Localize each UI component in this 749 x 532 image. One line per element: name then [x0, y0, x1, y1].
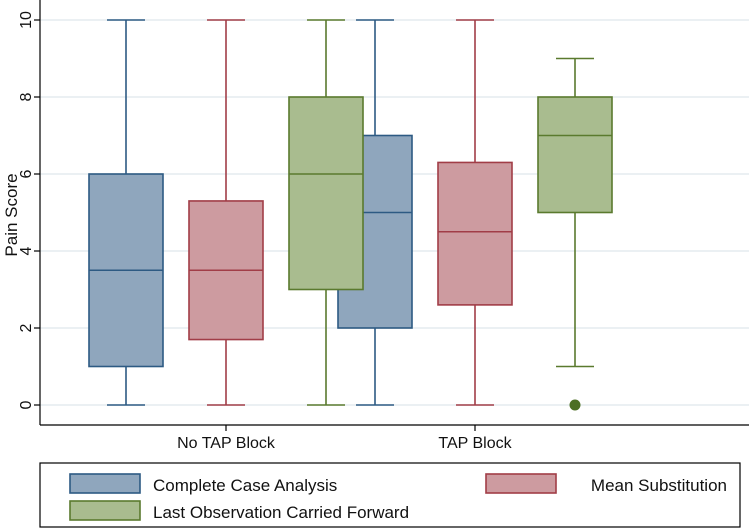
- legend-item-1: Complete Case Analysis: [69, 473, 337, 495]
- legend-swatch: [69, 473, 141, 494]
- legend-label: Last Observation Carried Forward: [153, 503, 409, 522]
- y-tick-label: 8: [18, 92, 35, 101]
- legend-label: Mean Substitution: [591, 476, 727, 495]
- legend-item-2: Mean Substitution: [485, 473, 727, 495]
- box-iqr: [288, 96, 364, 291]
- box-1-1: [88, 19, 164, 406]
- outlier-point: [569, 399, 581, 411]
- y-tick-label: 2: [18, 323, 35, 332]
- x-tick-label: No TAP Block: [177, 435, 276, 452]
- y-axis-title: Pain Score: [2, 173, 21, 256]
- legend: Complete Case Analysis Mean SubstitutionL…: [39, 462, 741, 528]
- y-tick-label: 4: [18, 246, 35, 255]
- boxes: [88, 19, 613, 411]
- axes: Pain Score 0 2 4 6 8 10 No TAP Block TAP Block: [2, 0, 749, 452]
- y-tick-label: 10: [18, 11, 35, 29]
- box-iqr: [437, 161, 513, 306]
- legend-swatch: [485, 473, 557, 494]
- box-2-2: [437, 19, 513, 406]
- legend-label: Complete Case Analysis: [153, 476, 337, 495]
- box-3-1: [288, 19, 364, 406]
- y-tick-label: 6: [18, 169, 35, 178]
- x-tick-label: TAP Block: [438, 435, 512, 452]
- box-3-2: [537, 57, 613, 411]
- box-2-1: [188, 19, 264, 406]
- legend-frame: [39, 462, 741, 528]
- box-iqr: [537, 96, 613, 214]
- y-tick-label: 0: [18, 400, 35, 409]
- legend-item-3: Last Observation Carried Forward: [69, 500, 409, 522]
- legend-swatch: [69, 500, 141, 521]
